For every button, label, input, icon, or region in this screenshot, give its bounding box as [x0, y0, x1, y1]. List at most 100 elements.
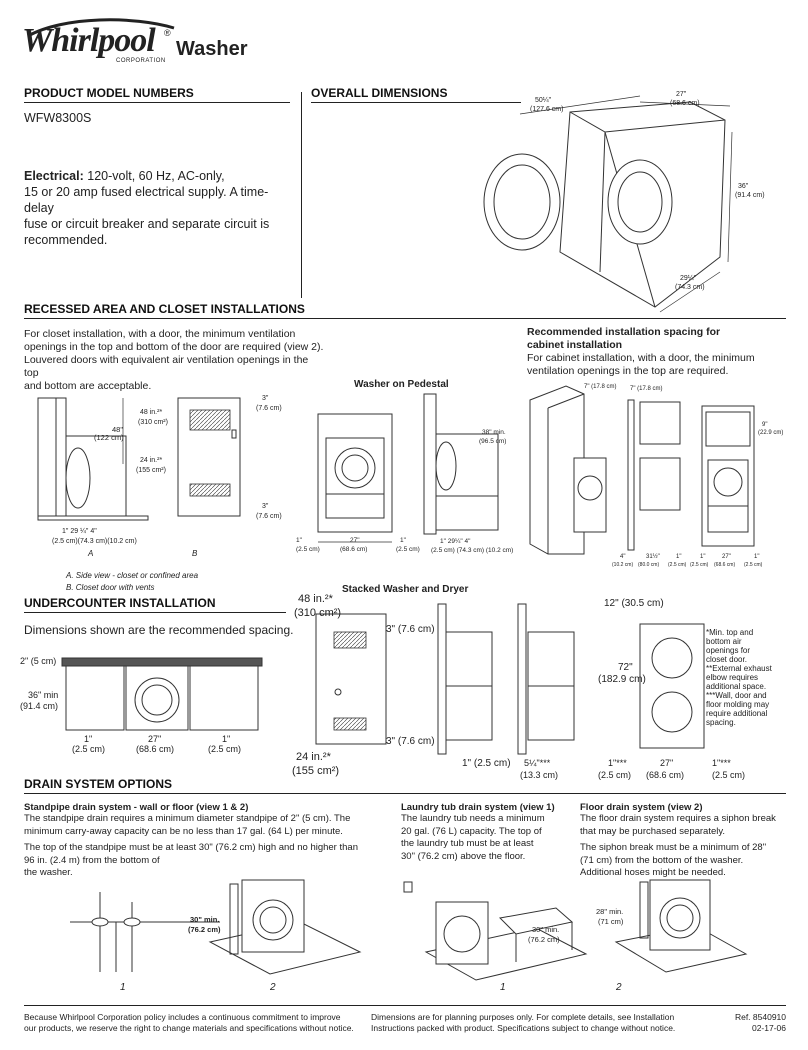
tub-min: 30" min. [532, 925, 559, 934]
note-line: closet door. [706, 655, 747, 664]
stacked-vent-bottom-cm: (155 cm²) [292, 765, 339, 777]
side-height-cm: (122 cm) [94, 433, 124, 442]
side-bottom-dims: 1" 29 ¼" 4" [62, 528, 97, 535]
ped-dim-27-cm: (68.6 cm) [340, 546, 367, 553]
ped-dim-1b: 1" [400, 537, 407, 544]
uc-dim-2: 2" (5 cm) [20, 656, 56, 666]
uc-dim-36-cm: (91.4 cm) [20, 701, 58, 711]
section-title-overall-dimensions: OVERALL DIMENSIONS [311, 86, 448, 100]
note-line: bottom air [706, 637, 742, 646]
standpipe-title: Standpipe drain system - wall or floor (… [24, 802, 249, 813]
view-number-1: 1 [120, 982, 126, 993]
stacked-dim-1b: 1"*** [712, 758, 731, 768]
stacked-vent-bottom: 24 in.²* [296, 751, 332, 763]
note-line: floor molding may [706, 700, 770, 709]
cab-bottom-label-cm: (80.0 cm) [638, 562, 659, 568]
cab-bottom-label: 4" [620, 554, 625, 560]
text-line: For closet installation, with a door, th… [24, 328, 296, 340]
stacked-gap-bottom: 3" (7.6 cm) [386, 736, 435, 747]
footer-middle: Dimensions are for planning purposes onl… [371, 1012, 691, 1034]
cab-bottom-label: 31½" [646, 553, 660, 560]
floor-min: 28" min. [596, 907, 623, 916]
view-number-1b: 1 [500, 982, 506, 993]
gap-bottom-cm: (7.6 cm) [256, 513, 282, 520]
vent-top: 48 in.²* [140, 409, 162, 416]
dim-width-door: 50¼" [535, 97, 552, 104]
undercounter-text: Dimensions shown are the recommended spa… [24, 623, 294, 637]
uc-dim-27: 27" [148, 734, 161, 744]
footer-ref: Ref. 8540910 02-17-06 [722, 1012, 786, 1034]
electrical-text: 120-volt, 60 Hz, AC-only, [83, 169, 225, 183]
dim-height: 36" [738, 183, 749, 190]
footer-line: Because Whirlpool Corporation policy inc… [24, 1012, 341, 1022]
cab-bottom-label: 1" [700, 554, 705, 560]
vent-top-cm: (310 cm²) [138, 419, 168, 426]
text-line: the laundry tub must be at least [401, 838, 534, 849]
uc-dim-1a: 1" [84, 734, 92, 744]
note-line: **External exhaust [706, 664, 772, 673]
standpipe-min: 30" min. [190, 915, 219, 924]
cabinet-drawings: 7" (17.8 cm) 7" (17.8 cm) 9" (22.9 cm) 4… [529, 384, 783, 568]
footer-left: Because Whirlpool Corporation policy inc… [24, 1012, 364, 1034]
text-line: 96 in. (2.4 m) from the bottom of [24, 854, 160, 866]
stacked-vent-top-cm: (310 cm²) [294, 607, 341, 619]
title-line: cabinet installation [527, 339, 623, 351]
cab-dim-9: 9" [762, 422, 767, 428]
text-line: Louvered doors with equivalent air venti… [24, 354, 309, 379]
text-line: ventilation openings in the top are requ… [527, 365, 729, 377]
stacked-title: Stacked Washer and Dryer [342, 584, 469, 595]
cab-bottom-label-cm: (68.6 cm) [714, 562, 735, 568]
uc-dim-27-cm: (68.6 cm) [136, 744, 174, 754]
tub-floor-drawings: 30" min. (76.2 cm) 28" min. (71 cm) 1 2 [403, 879, 748, 993]
reference-number: Ref. 8540910 [734, 1012, 786, 1022]
footer-divider [24, 1005, 786, 1006]
text-line: The top of the standpipe must be at leas… [24, 842, 358, 853]
footer-line: Dimensions are for planning purposes onl… [371, 1012, 675, 1022]
note-line: spacing. [706, 718, 736, 727]
stacked-dim-1: 1" (2.5 cm) [462, 758, 511, 769]
stacked-vent-top: 48 in.²* [298, 593, 334, 605]
view-number-2b: 2 [615, 982, 622, 993]
ped-side-height: 38" min. [482, 429, 506, 436]
text-line: minimum carry-away capacity can be no le… [24, 825, 343, 837]
uc-dim-1a-cm: (2.5 cm) [72, 744, 105, 754]
caption-b: B. Closet door with vents [66, 583, 155, 592]
cab-bottom-label-cm: (2.5 cm) [668, 562, 687, 568]
text-line: For cabinet installation, with a door, t… [527, 352, 755, 364]
vent-bottom: 24 in.²* [140, 457, 162, 464]
dim-height-cm: (91.4 cm) [735, 192, 765, 199]
uc-dim-1b: 1" [222, 734, 230, 744]
footer-line: our products, we reserve the right to ch… [24, 1023, 354, 1033]
floor-min-cm: (71 cm) [598, 917, 624, 926]
closet-drawings: 48" (122 cm) 1" 29 ¼" 4" (2.5 cm)(74.3 c… [37, 395, 282, 558]
stacked-gap-top: 3" (7.6 cm) [386, 624, 435, 635]
revision-date: 02-17-06 [751, 1023, 786, 1033]
model-number: WFW8300S [24, 111, 92, 125]
dim-width-cm: (68.6 cm) [670, 100, 700, 107]
stacked-dim-5: 5¼"*** [524, 758, 551, 768]
ped-side-dims: 1" 29¼" 4" [440, 538, 471, 545]
gap-top-cm: (7.6 cm) [256, 405, 282, 412]
text-line: The siphon break must be a minimum of 28… [580, 842, 767, 853]
stacked-dim-1a: 1"*** [608, 758, 627, 768]
product-name: Washer [176, 38, 248, 60]
cab-bottom-label: 1" [676, 554, 681, 560]
text-line: The laundry tub needs a minimum [401, 813, 545, 824]
recessed-text: For closet installation, with a door, th… [24, 328, 324, 393]
electrical-line: recommended. [24, 233, 108, 247]
ped-dim-1-cm: (2.5 cm) [296, 546, 320, 553]
note-line: elbow requires [706, 673, 759, 682]
pedestal-drawings: 1" (2.5 cm) 27" (68.6 cm) 1" (2.5 cm) 38… [296, 393, 506, 553]
stacked-dim-27: 27" [660, 758, 673, 768]
stacked-notes: *Min. top and bottom air openings for cl… [706, 628, 788, 727]
section-title-recessed: RECESSED AREA AND CLOSET INSTALLATIONS [24, 302, 305, 316]
brand-corporation: CORPORATION [116, 58, 166, 64]
ped-dim-1b-cm: (2.5 cm) [396, 546, 420, 553]
text-line: (71 cm) from the bottom of the washer. [580, 854, 744, 866]
registered-mark: ® [164, 28, 171, 38]
caption-a: A. Side view - closet or confined area [66, 571, 199, 580]
column-divider [301, 92, 302, 298]
tub-text: The laundry tub needs a minimum 20 gal. … [401, 813, 581, 863]
ped-dim-27: 27" [350, 537, 360, 544]
ped-dim-1: 1" [296, 537, 303, 544]
